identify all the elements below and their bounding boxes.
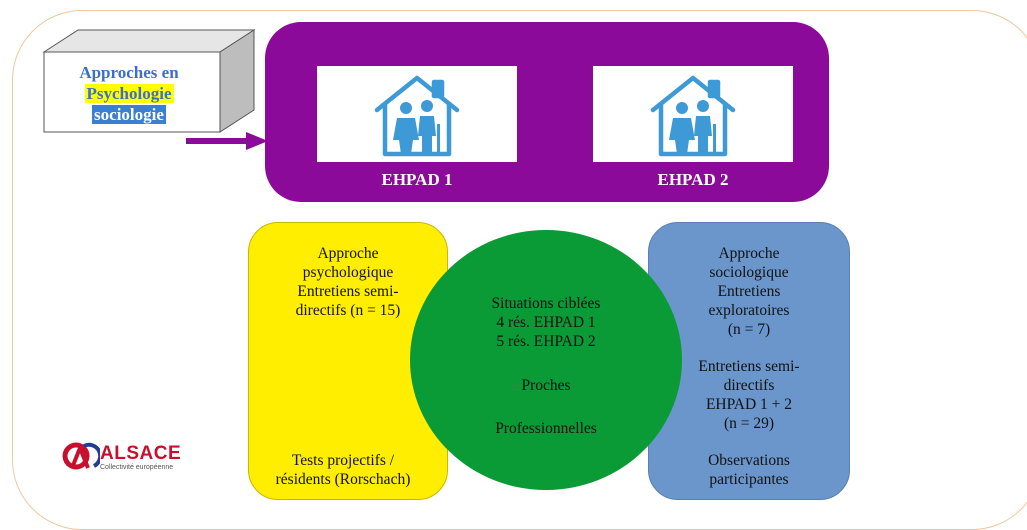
approaches-line3: sociologie	[92, 105, 166, 124]
targeted-situations-circle	[410, 230, 682, 490]
nursing-home-icon	[374, 75, 460, 157]
ehpad1-label: EHPAD 1	[381, 170, 453, 189]
text-line: Entretiens semi-	[698, 358, 800, 375]
proches-text: Proches	[521, 377, 571, 394]
text-line: exploratoires	[708, 302, 790, 319]
approaches-line2: Psychologie	[84, 84, 174, 103]
semi-directive-interviews-text: Entretiens semi- directifs EHPAD 1 + 2 (…	[660, 357, 838, 433]
text-line: (n = 29)	[723, 415, 775, 432]
approaches-3d-box	[42, 29, 256, 133]
text-line: Tests projectifs /	[291, 452, 395, 469]
ehpad-container: EHPAD 1 EHPAD 2	[265, 22, 829, 202]
text-line: psychologique	[302, 264, 394, 281]
text-line: sociologique	[709, 264, 789, 281]
text-line: Entretiens	[717, 283, 781, 300]
text-line: Entretiens semi-	[297, 283, 399, 300]
logo-subtitle: Collectivité européenne	[100, 464, 174, 471]
alsace-logo-icon	[62, 442, 103, 470]
approaches-text: Approches en Psychologie sociologie	[44, 62, 214, 125]
text-line: résidents (Rorschach)	[275, 471, 411, 488]
alsace-logo: ALSACE Collectivité européenne	[62, 442, 202, 472]
professionnelles-text: Professionnelles	[495, 420, 597, 437]
text-line: Approche	[317, 245, 379, 262]
text-line: 5 rés. EHPAD 2	[496, 333, 596, 350]
arrow-right-icon	[186, 132, 268, 150]
targeted-situations-text: Situations ciblées 4 rés. EHPAD 1 5 rés.…	[440, 294, 652, 351]
text-line: directifs (n = 15)	[295, 302, 401, 319]
text-line: 4 rés. EHPAD 1	[496, 314, 596, 331]
text-line: Observations	[708, 452, 790, 469]
approaches-line1: Approches en	[79, 63, 179, 82]
ehpad2-panel	[593, 66, 793, 162]
text-line: participantes	[709, 471, 789, 488]
ehpad1-panel	[317, 66, 517, 162]
text-line: directifs	[723, 377, 775, 394]
text-line: EHPAD 1 + 2	[705, 396, 793, 413]
psychology-approach-text: Approche psychologique Entretiens semi- …	[258, 244, 438, 320]
text-line: Approche	[718, 245, 780, 262]
participant-observations-text: Observations participantes	[660, 451, 838, 489]
nursing-home-icon	[650, 75, 736, 157]
ehpad2-label: EHPAD 2	[657, 170, 729, 189]
projective-tests-text: Tests projectifs / résidents (Rorschach)	[254, 451, 432, 489]
logo-wordmark: ALSACE	[100, 443, 182, 464]
text-line: Situations ciblées	[491, 295, 601, 312]
text-line: (n = 7)	[727, 321, 771, 338]
sociology-approach-text: Approche sociologique Entretiens explora…	[660, 244, 838, 339]
